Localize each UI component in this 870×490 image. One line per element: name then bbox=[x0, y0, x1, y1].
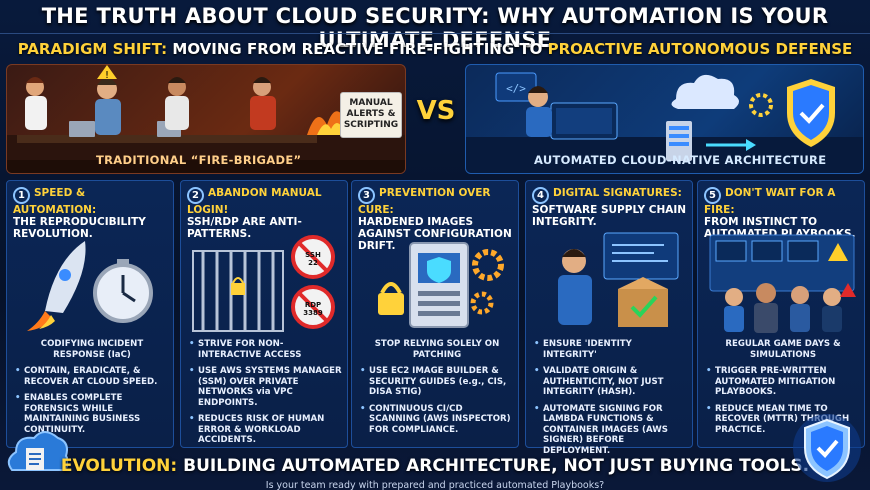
column-5-bullet: TRIGGER PRE-WRITTEN AUTOMATED MITIGATION… bbox=[706, 366, 860, 398]
column-3-heading-yellow: PREVENTION OVER CURE: bbox=[358, 187, 491, 216]
subtitle-part2: MOVING FROM REACTIVE FIRE-FIGHTING TO bbox=[167, 40, 548, 58]
rocket-stopwatch-icon bbox=[27, 241, 153, 331]
manual-alerts-note: MANUAL ALERTS & SCRIPTING bbox=[340, 92, 402, 138]
column-3-center-text: STOP RELYING SOLELY ON PATCHING bbox=[374, 339, 500, 360]
column-digital-signatures: 4 DIGITAL SIGNATURES: SOFTWARE SUPPLY CHA… bbox=[525, 180, 693, 456]
title-divider bbox=[0, 33, 870, 34]
page-title: THE TRUTH ABOUT CLOUD SECURITY: WHY AUTO… bbox=[41, 4, 829, 52]
column-1-body: CODIFYING INCIDENT RESPONSE (IaC) CONTAI… bbox=[15, 339, 169, 441]
column-4-bullet: VALIDATE ORIGIN & AUTHENTICITY, NOT JUST… bbox=[534, 366, 688, 398]
automated-caption: AUTOMATED CLOUD-NATIVE ARCHITECTURE bbox=[534, 153, 827, 167]
footer: EVOLUTION: BUILDING AUTOMATED ARCHITECTU… bbox=[0, 450, 870, 490]
traditional-panel: ! bbox=[6, 64, 406, 174]
column-2-bullet: REDUCES RISK OF HUMAN ERROR & WORKLOAD A… bbox=[189, 414, 343, 446]
column-3-bullet: USE EC2 IMAGE BUILDER & SECURITY GUIDES … bbox=[360, 366, 514, 398]
footer-headline-white: BUILDING AUTOMATED ARCHITECTURE, NOT JUS… bbox=[177, 456, 810, 476]
column-3-number: 3 bbox=[358, 187, 375, 204]
ssh-label: SSH 22 bbox=[305, 251, 321, 267]
traditional-caption: TRADITIONAL “FIRE-BRIGADE” bbox=[96, 153, 302, 167]
column-1-number: 1 bbox=[13, 187, 30, 204]
automated-engineer-illustration: </> bbox=[466, 72, 863, 173]
subtitle-part3: PROACTIVE AUTONOMOUS DEFENSE bbox=[547, 40, 853, 58]
automated-panel: </> bbox=[465, 64, 864, 174]
column-1-bullet: ENABLES COMPLETE FORENSICS WHILE MAINTAI… bbox=[15, 393, 169, 435]
game-day-team-icon bbox=[709, 234, 856, 333]
versus-label: VS bbox=[416, 96, 456, 126]
column-2-heading-yellow: ABANDON MANUAL LOGIN! bbox=[187, 187, 322, 216]
column-1-heading-yellow: SPEED & AUTOMATION: bbox=[13, 187, 97, 216]
column-5-heading-yellow: DON'T WAIT FOR A FIRE: bbox=[704, 187, 836, 216]
column-5-bullet: REDUCE MEAN TIME TO RECOVER (MTTR) THROU… bbox=[706, 404, 860, 436]
column-5-body: REGULAR GAME DAYS & SIMULATIONS TRIGGER … bbox=[706, 339, 860, 441]
footer-headline-yellow: EVOLUTION: bbox=[60, 456, 178, 476]
svg-text:</>: </> bbox=[506, 82, 526, 95]
page-subtitle: PARADIGM SHIFT: MOVING FROM REACTIVE FIR… bbox=[0, 40, 870, 58]
manual-note-line1: MANUAL bbox=[349, 98, 393, 108]
column-2-body: STRIVE FOR NON-INTERACTIVE ACCESS USE AW… bbox=[189, 339, 343, 452]
svg-text:!: ! bbox=[105, 70, 109, 81]
column-4-heading-white: SOFTWARE SUPPLY CHAIN INTEGRITY. bbox=[532, 204, 687, 228]
manual-note-line3: SCRIPTING bbox=[343, 120, 399, 130]
column-2-bullet: STRIVE FOR NON-INTERACTIVE ACCESS bbox=[189, 339, 343, 360]
shield-check-icon bbox=[793, 414, 861, 482]
column-4-heading-yellow: DIGITAL SIGNATURES: bbox=[553, 187, 682, 199]
column-4-heading: 4 DIGITAL SIGNATURES: SOFTWARE SUPPLY CHA… bbox=[532, 187, 690, 228]
locked-gate-icon bbox=[192, 235, 335, 332]
column-4-bullet: AUTOMATE SIGNING FOR LAMBDA FUNCTIONS & … bbox=[534, 404, 688, 457]
hardened-server-icon bbox=[378, 242, 504, 328]
column-4-body: ENSURE 'IDENTITY INTEGRITY' VALIDATE ORI… bbox=[534, 339, 688, 462]
column-5-center-text: REGULAR GAME DAYS & SIMULATIONS bbox=[725, 339, 841, 360]
footer-headline: EVOLUTION: BUILDING AUTOMATED ARCHITECTU… bbox=[0, 456, 870, 476]
rdp-label: RDP 3389 bbox=[303, 301, 323, 317]
subtitle-part1: PARADIGM SHIFT: bbox=[17, 40, 168, 58]
column-4-number: 4 bbox=[532, 187, 549, 204]
column-1-heading-white: THE REPRODUCIBILITY REVOLUTION. bbox=[13, 216, 146, 240]
column-3-heading-white: HARDENED IMAGES AGAINST CONFIGURATION DR… bbox=[358, 216, 512, 252]
manual-note-line2: ALERTS & bbox=[346, 109, 396, 119]
column-3-body: STOP RELYING SOLELY ON PATCHING USE EC2 … bbox=[360, 339, 514, 441]
column-5-number: 5 bbox=[704, 187, 721, 204]
column-3-bullet: CONTINUOUS CI/CD SCANNING (AWS INSPECTOR… bbox=[360, 404, 514, 436]
column-2-heading-white: SSH/RDP ARE ANTI-PATTERNS. bbox=[187, 216, 302, 240]
column-2-bullet: USE AWS SYSTEMS MANAGER (SSM) OVER PRIVA… bbox=[189, 366, 343, 408]
column-4-bullet: ENSURE 'IDENTITY INTEGRITY' bbox=[534, 339, 688, 360]
column-2-number: 2 bbox=[187, 187, 204, 204]
footer-question: Is your team ready with prepared and pra… bbox=[265, 480, 605, 490]
column-1-bullet: CONTAIN, ERADICATE, & RECOVER AT CLOUD S… bbox=[15, 366, 169, 387]
column-1-center-text: CODIFYING INCIDENT RESPONSE (IaC) bbox=[40, 339, 144, 360]
cloud-checklist-icon bbox=[7, 431, 68, 471]
stressed-team-illustration: ! bbox=[7, 65, 405, 173]
signing-developer-icon bbox=[558, 232, 679, 327]
